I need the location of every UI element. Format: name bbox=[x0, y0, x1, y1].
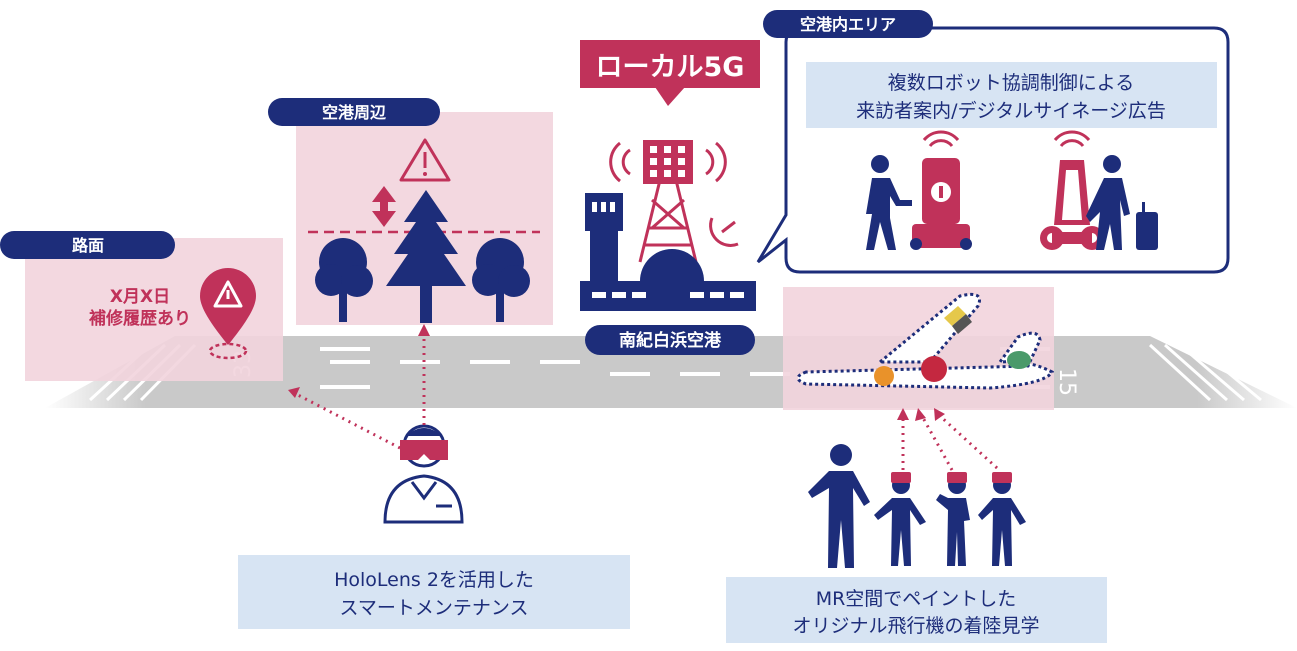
person-icon bbox=[808, 444, 1026, 568]
sightline-arrowheads bbox=[897, 408, 945, 421]
robot-caption-line2: 来訪者案内/デジタルサイネージ広告 bbox=[856, 100, 1166, 122]
robot-caption-box bbox=[806, 62, 1217, 128]
traveler-icon bbox=[1086, 155, 1158, 250]
repair-history-line1: X月X日 bbox=[110, 287, 170, 307]
airport-name-pill-bg bbox=[585, 325, 755, 355]
robot-caption-line1: 複数ロボット協調制御による bbox=[888, 72, 1134, 94]
inside-airport-pill-bg bbox=[763, 10, 933, 38]
airplane-icon bbox=[796, 292, 1055, 390]
airport-building-icon bbox=[580, 193, 756, 311]
repair-history-line2: 補修履歴あり bbox=[88, 308, 191, 329]
person-icon bbox=[866, 155, 912, 250]
runway-number-right: 15 bbox=[1054, 368, 1079, 396]
surroundings-pill-label: 空港周辺 bbox=[322, 103, 386, 122]
road-pill-label: 路面 bbox=[72, 236, 104, 255]
mr-caption-box bbox=[726, 577, 1107, 643]
hololens-caption-box bbox=[238, 555, 630, 629]
height-arrow-icon bbox=[372, 186, 396, 227]
tree-icon bbox=[315, 190, 530, 323]
warning-icon bbox=[399, 138, 451, 182]
signal-tower-icon bbox=[609, 140, 739, 263]
vr-headset-icon bbox=[891, 472, 1012, 483]
local5g-label: ローカル5G bbox=[596, 52, 745, 83]
hololens-caption-line1: HoloLens 2を活用した bbox=[334, 569, 534, 591]
mr-caption-line1: MR空間でペイントした bbox=[816, 588, 1017, 610]
location-pin-icon bbox=[200, 268, 256, 360]
mr-caption-line2: オリジナル飛行機の着陸見学 bbox=[792, 615, 1039, 637]
sightline-arrowheads bbox=[288, 324, 430, 398]
robot-icon bbox=[910, 130, 972, 250]
sightline-arrows bbox=[901, 414, 999, 471]
local5g-banner bbox=[580, 40, 760, 88]
road-pill-bg bbox=[0, 231, 175, 259]
airport-name-label: 南紀白浜空港 bbox=[619, 330, 722, 351]
hololens-caption-line2: スマートメンテナンス bbox=[339, 597, 528, 619]
surroundings-pill-bg bbox=[268, 98, 440, 126]
vr-headset-icon bbox=[400, 440, 448, 460]
sightline-arrows bbox=[297, 332, 426, 450]
inside-airport-pill-label: 空港内エリア bbox=[800, 15, 896, 34]
